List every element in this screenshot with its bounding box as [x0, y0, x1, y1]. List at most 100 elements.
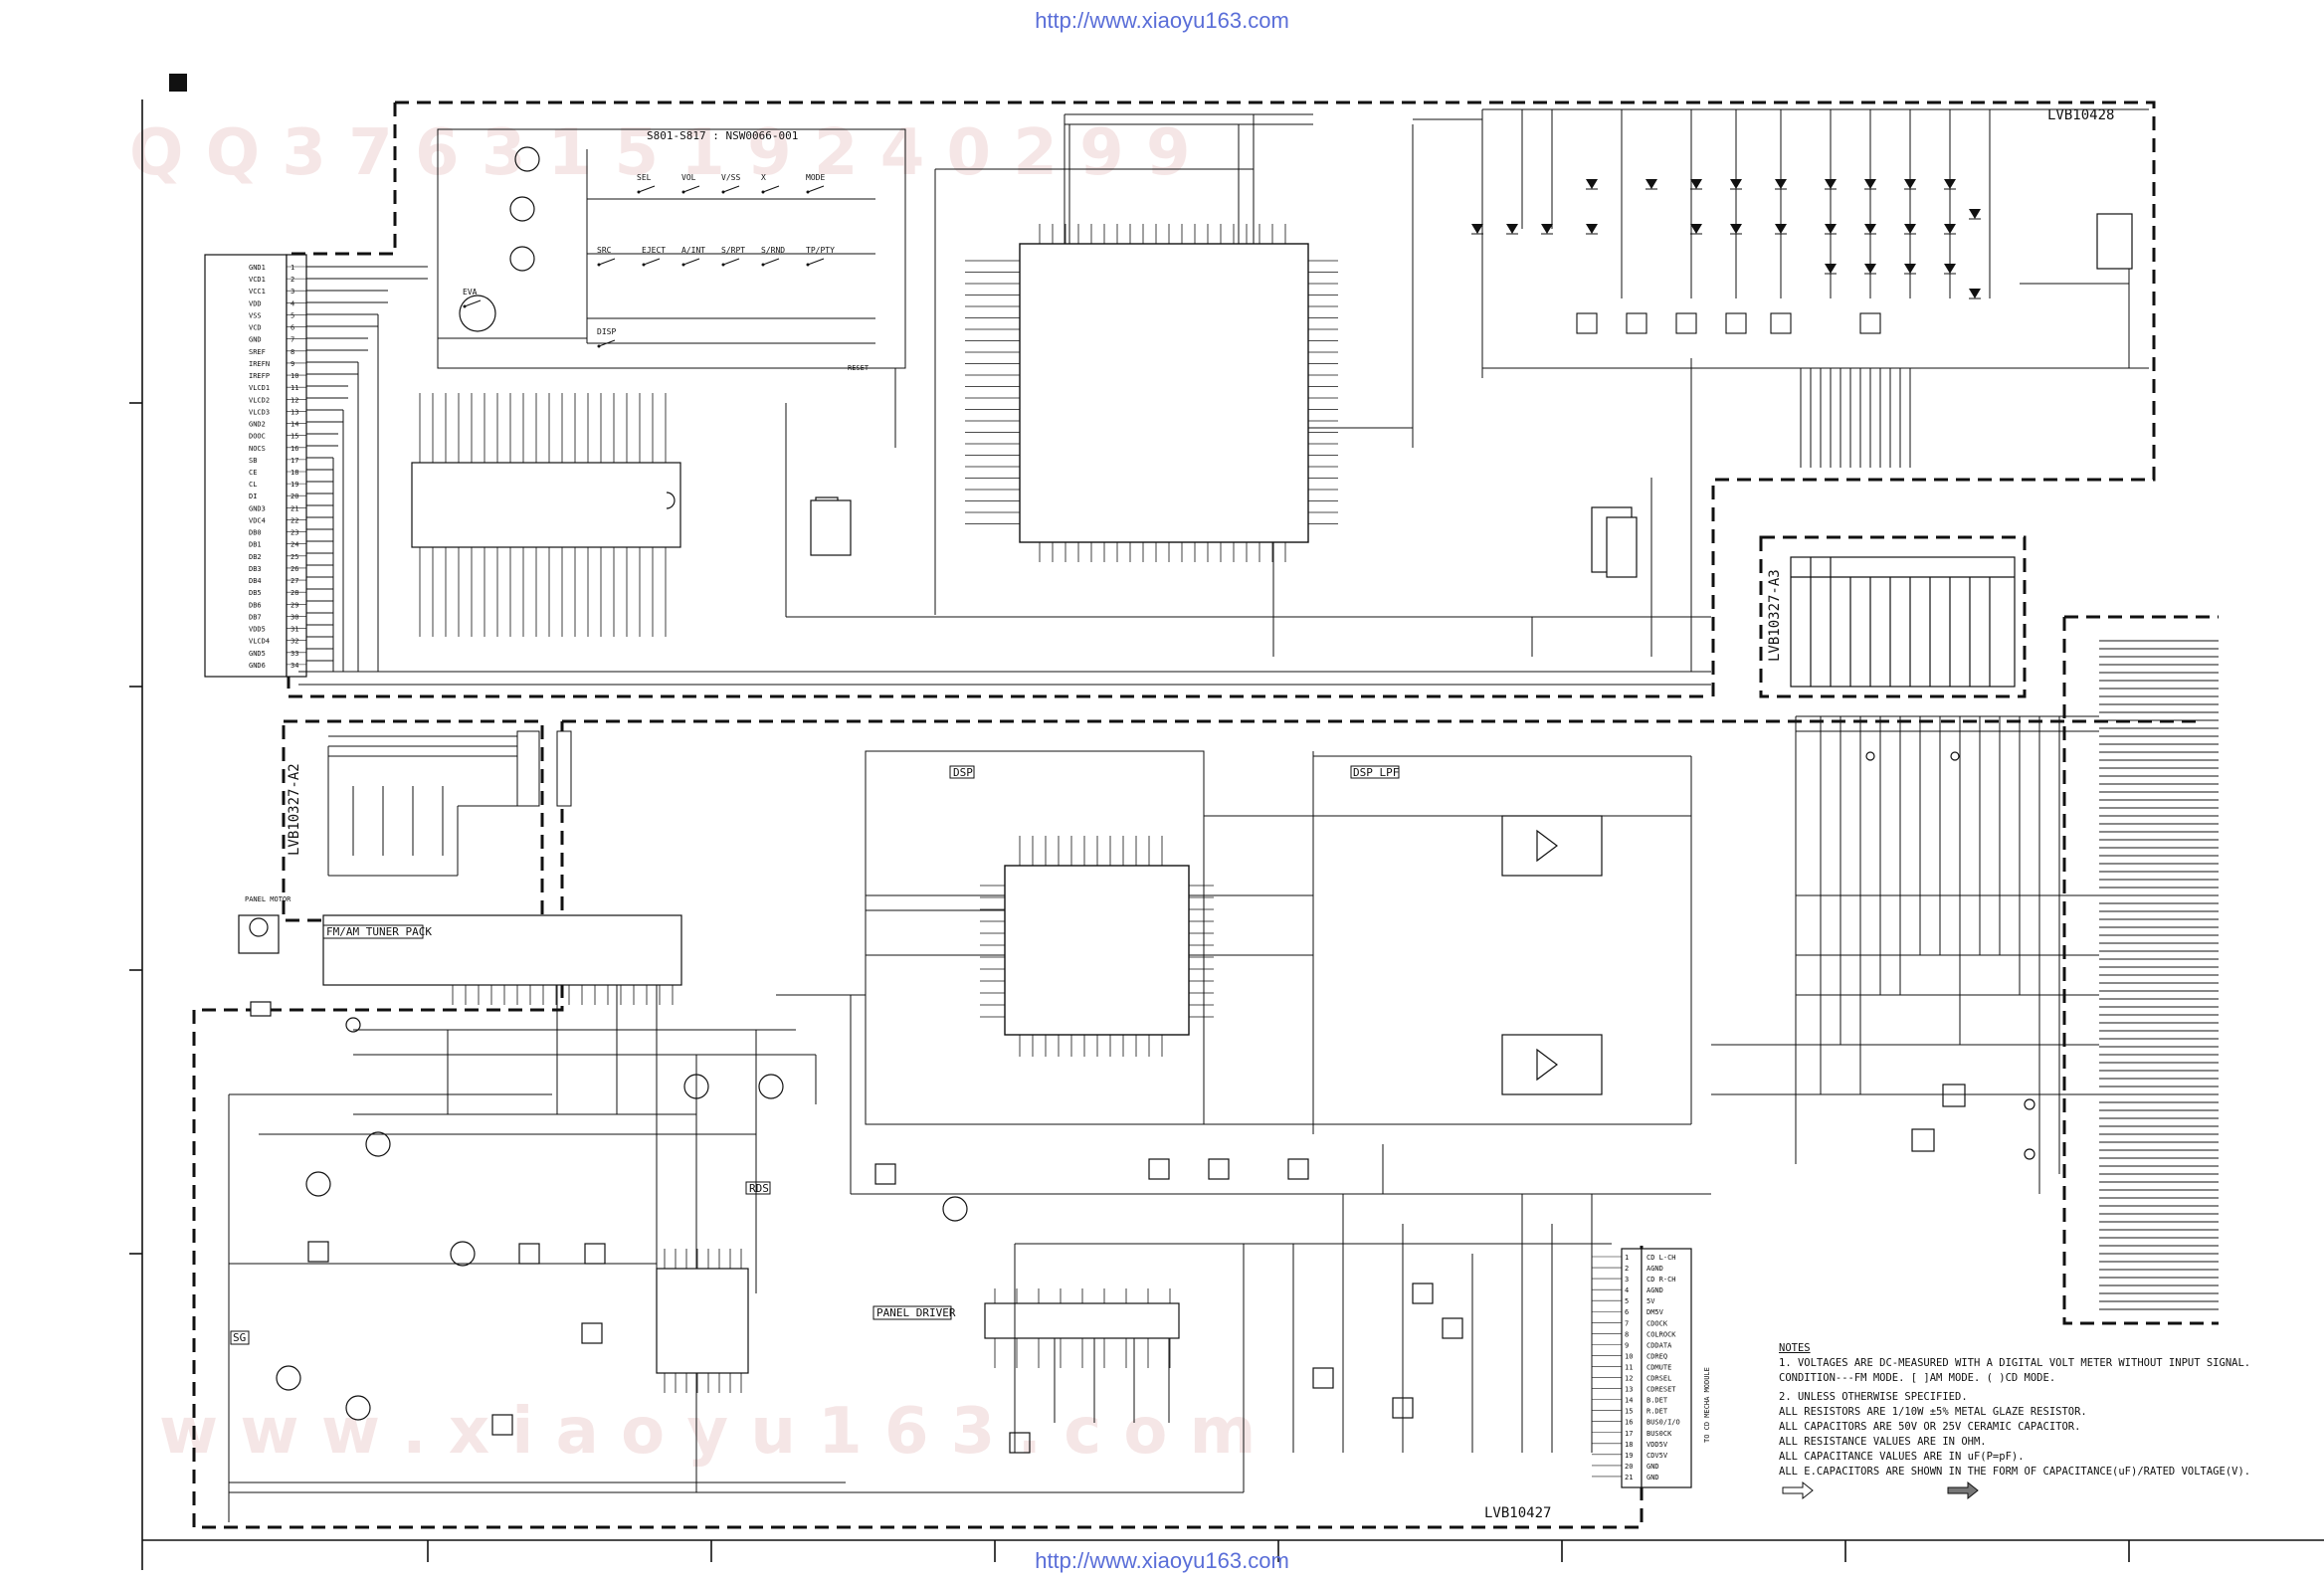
- lower-wiring: [1014, 1193, 1612, 1492]
- led-diode: [1730, 179, 1742, 189]
- right-transistors: [1865, 751, 2035, 1160]
- left-pin-label: VDD: [249, 299, 262, 307]
- led-diode: [1944, 264, 1956, 274]
- panel-motor-label: PANEL MOTOR: [245, 895, 291, 903]
- module-pin-label: BUS0CK: [1646, 1430, 1672, 1438]
- module-pin-number: 8: [1625, 1330, 1629, 1338]
- left-pin-label: DB1: [249, 541, 262, 549]
- led-diode: [1864, 179, 1876, 189]
- left-pin-label: IREFP: [249, 372, 270, 380]
- module-pin-label: AGND: [1646, 1286, 1663, 1294]
- microcontroller-pins: [965, 224, 1338, 562]
- switch-label: DISP: [597, 327, 616, 336]
- led-diode: [1825, 264, 1837, 274]
- switch-contact: [598, 339, 616, 347]
- switch-node: [681, 263, 685, 267]
- header-url[interactable]: http://www.xiaoyu163.com: [1035, 8, 1289, 33]
- module-pin-label: CDREQ: [1646, 1352, 1667, 1360]
- left-pin-number: 2: [290, 276, 294, 284]
- module-pin-label: GND: [1646, 1463, 1659, 1471]
- dsp-wiring: [776, 750, 1711, 1195]
- switch-label: S/RPT: [721, 246, 745, 255]
- board-label-a3: LVB10327-A3: [1767, 569, 1783, 662]
- panel-driver-pins: [994, 1288, 1171, 1368]
- switch-node: [721, 190, 725, 194]
- led-diode: [1904, 179, 1916, 189]
- left-pin-label: CL: [249, 481, 257, 489]
- switch-node: [597, 263, 601, 267]
- left-pin-number: 21: [290, 504, 298, 512]
- notes-line-6: ALL RESISTANCE VALUES ARE IN OHM.: [1779, 1436, 1987, 1448]
- module-pin-label: BUS0/I/O: [1646, 1419, 1680, 1427]
- module-pin-label: B.DET: [1646, 1397, 1668, 1405]
- module-pin-label: CD L-CH: [1646, 1254, 1676, 1262]
- left-pin-label: VDD5: [249, 626, 266, 634]
- module-pin-label: CD R-CH: [1646, 1276, 1676, 1284]
- left-pin-number: 17: [290, 457, 298, 465]
- led-diode: [1730, 224, 1742, 234]
- module-pin-number: 20: [1625, 1463, 1633, 1471]
- left-pin-number: 5: [290, 311, 294, 319]
- led-diode: [1864, 264, 1876, 274]
- left-pin-label: VLCD2: [249, 396, 270, 404]
- switch-label: SRC: [597, 246, 612, 255]
- switch-node: [721, 263, 725, 267]
- led-diode: [1825, 224, 1837, 234]
- module-pin-label: AGND: [1646, 1265, 1663, 1273]
- left-pin-number: 16: [290, 445, 298, 453]
- mcu-bus-lines: [785, 109, 2149, 657]
- switch-contact: [682, 185, 700, 193]
- switch-label: EVA: [463, 288, 478, 296]
- switch-node: [681, 190, 685, 194]
- switch-header: S801-S817 : NSW0066-001: [647, 129, 798, 142]
- dsp-pins: [980, 836, 1214, 1057]
- left-pin-number: 15: [290, 433, 298, 441]
- board-label-lvb10427: LVB10427: [1484, 1505, 1551, 1521]
- reset-label: RESET: [848, 364, 870, 372]
- module-pin-number: 3: [1625, 1276, 1629, 1284]
- panel-motor: [238, 914, 280, 1017]
- rds-pins: [664, 1249, 742, 1393]
- left-pin-label: VSS: [249, 311, 262, 319]
- switch-label: X: [761, 173, 766, 182]
- left-pin-label: IREFN: [249, 360, 270, 368]
- led-driver-transistor: [1675, 312, 1697, 334]
- board-label-lvb10428: LVB10428: [2047, 107, 2114, 123]
- left-connector: [204, 254, 307, 678]
- left-pin-number: 8: [290, 348, 294, 356]
- led-driver-transistor: [1576, 312, 1598, 334]
- svg-text:Q Q 3 7 6 3 1 5 1 9 2 4 0 2 9: Q Q 3 7 6 3 1 5 1 9 2 4 0 2 9 9: [129, 116, 1190, 190]
- switch-label: V/SS: [721, 173, 740, 182]
- module-pin-number: 18: [1625, 1441, 1633, 1449]
- footer-url[interactable]: http://www.xiaoyu163.com: [1035, 1548, 1289, 1573]
- tuner-wiring: [228, 985, 1244, 1522]
- module-pin-label: CDV5V: [1646, 1452, 1668, 1460]
- led-diode: [1586, 224, 1598, 234]
- led-diode: [1586, 179, 1598, 189]
- switch-node: [806, 263, 810, 267]
- left-pin-number: 10: [290, 372, 298, 380]
- module-pin-label: DM5V: [1646, 1308, 1664, 1316]
- legend-arrows: [1782, 1481, 1979, 1500]
- switch-node: [761, 190, 765, 194]
- led-diode: [1944, 179, 1956, 189]
- left-pin-number: 11: [290, 384, 298, 392]
- left-pin-label: GND: [249, 336, 262, 344]
- left-pin-label: DB4: [249, 577, 262, 585]
- ic-driver-pins: [419, 393, 667, 637]
- switch-contact: [464, 299, 482, 307]
- switch-contact: [598, 258, 616, 266]
- switch-contact: [762, 185, 780, 193]
- left-pin-number: 34: [290, 662, 298, 670]
- board-label-a2: LVB10327-A2: [287, 763, 302, 856]
- led-driver-transistor: [1626, 312, 1647, 334]
- notes-line-5: ALL CAPACITORS ARE 50V OR 25V CERAMIC CA…: [1779, 1421, 2081, 1433]
- left-pin-label: DB2: [249, 553, 262, 561]
- module-pin-number: 7: [1625, 1319, 1629, 1327]
- switch-matrix: [437, 128, 906, 369]
- left-pin-number: 25: [290, 553, 298, 561]
- switch-node: [806, 190, 810, 194]
- led-diode: [1690, 179, 1702, 189]
- left-pin-number: 7: [290, 336, 294, 344]
